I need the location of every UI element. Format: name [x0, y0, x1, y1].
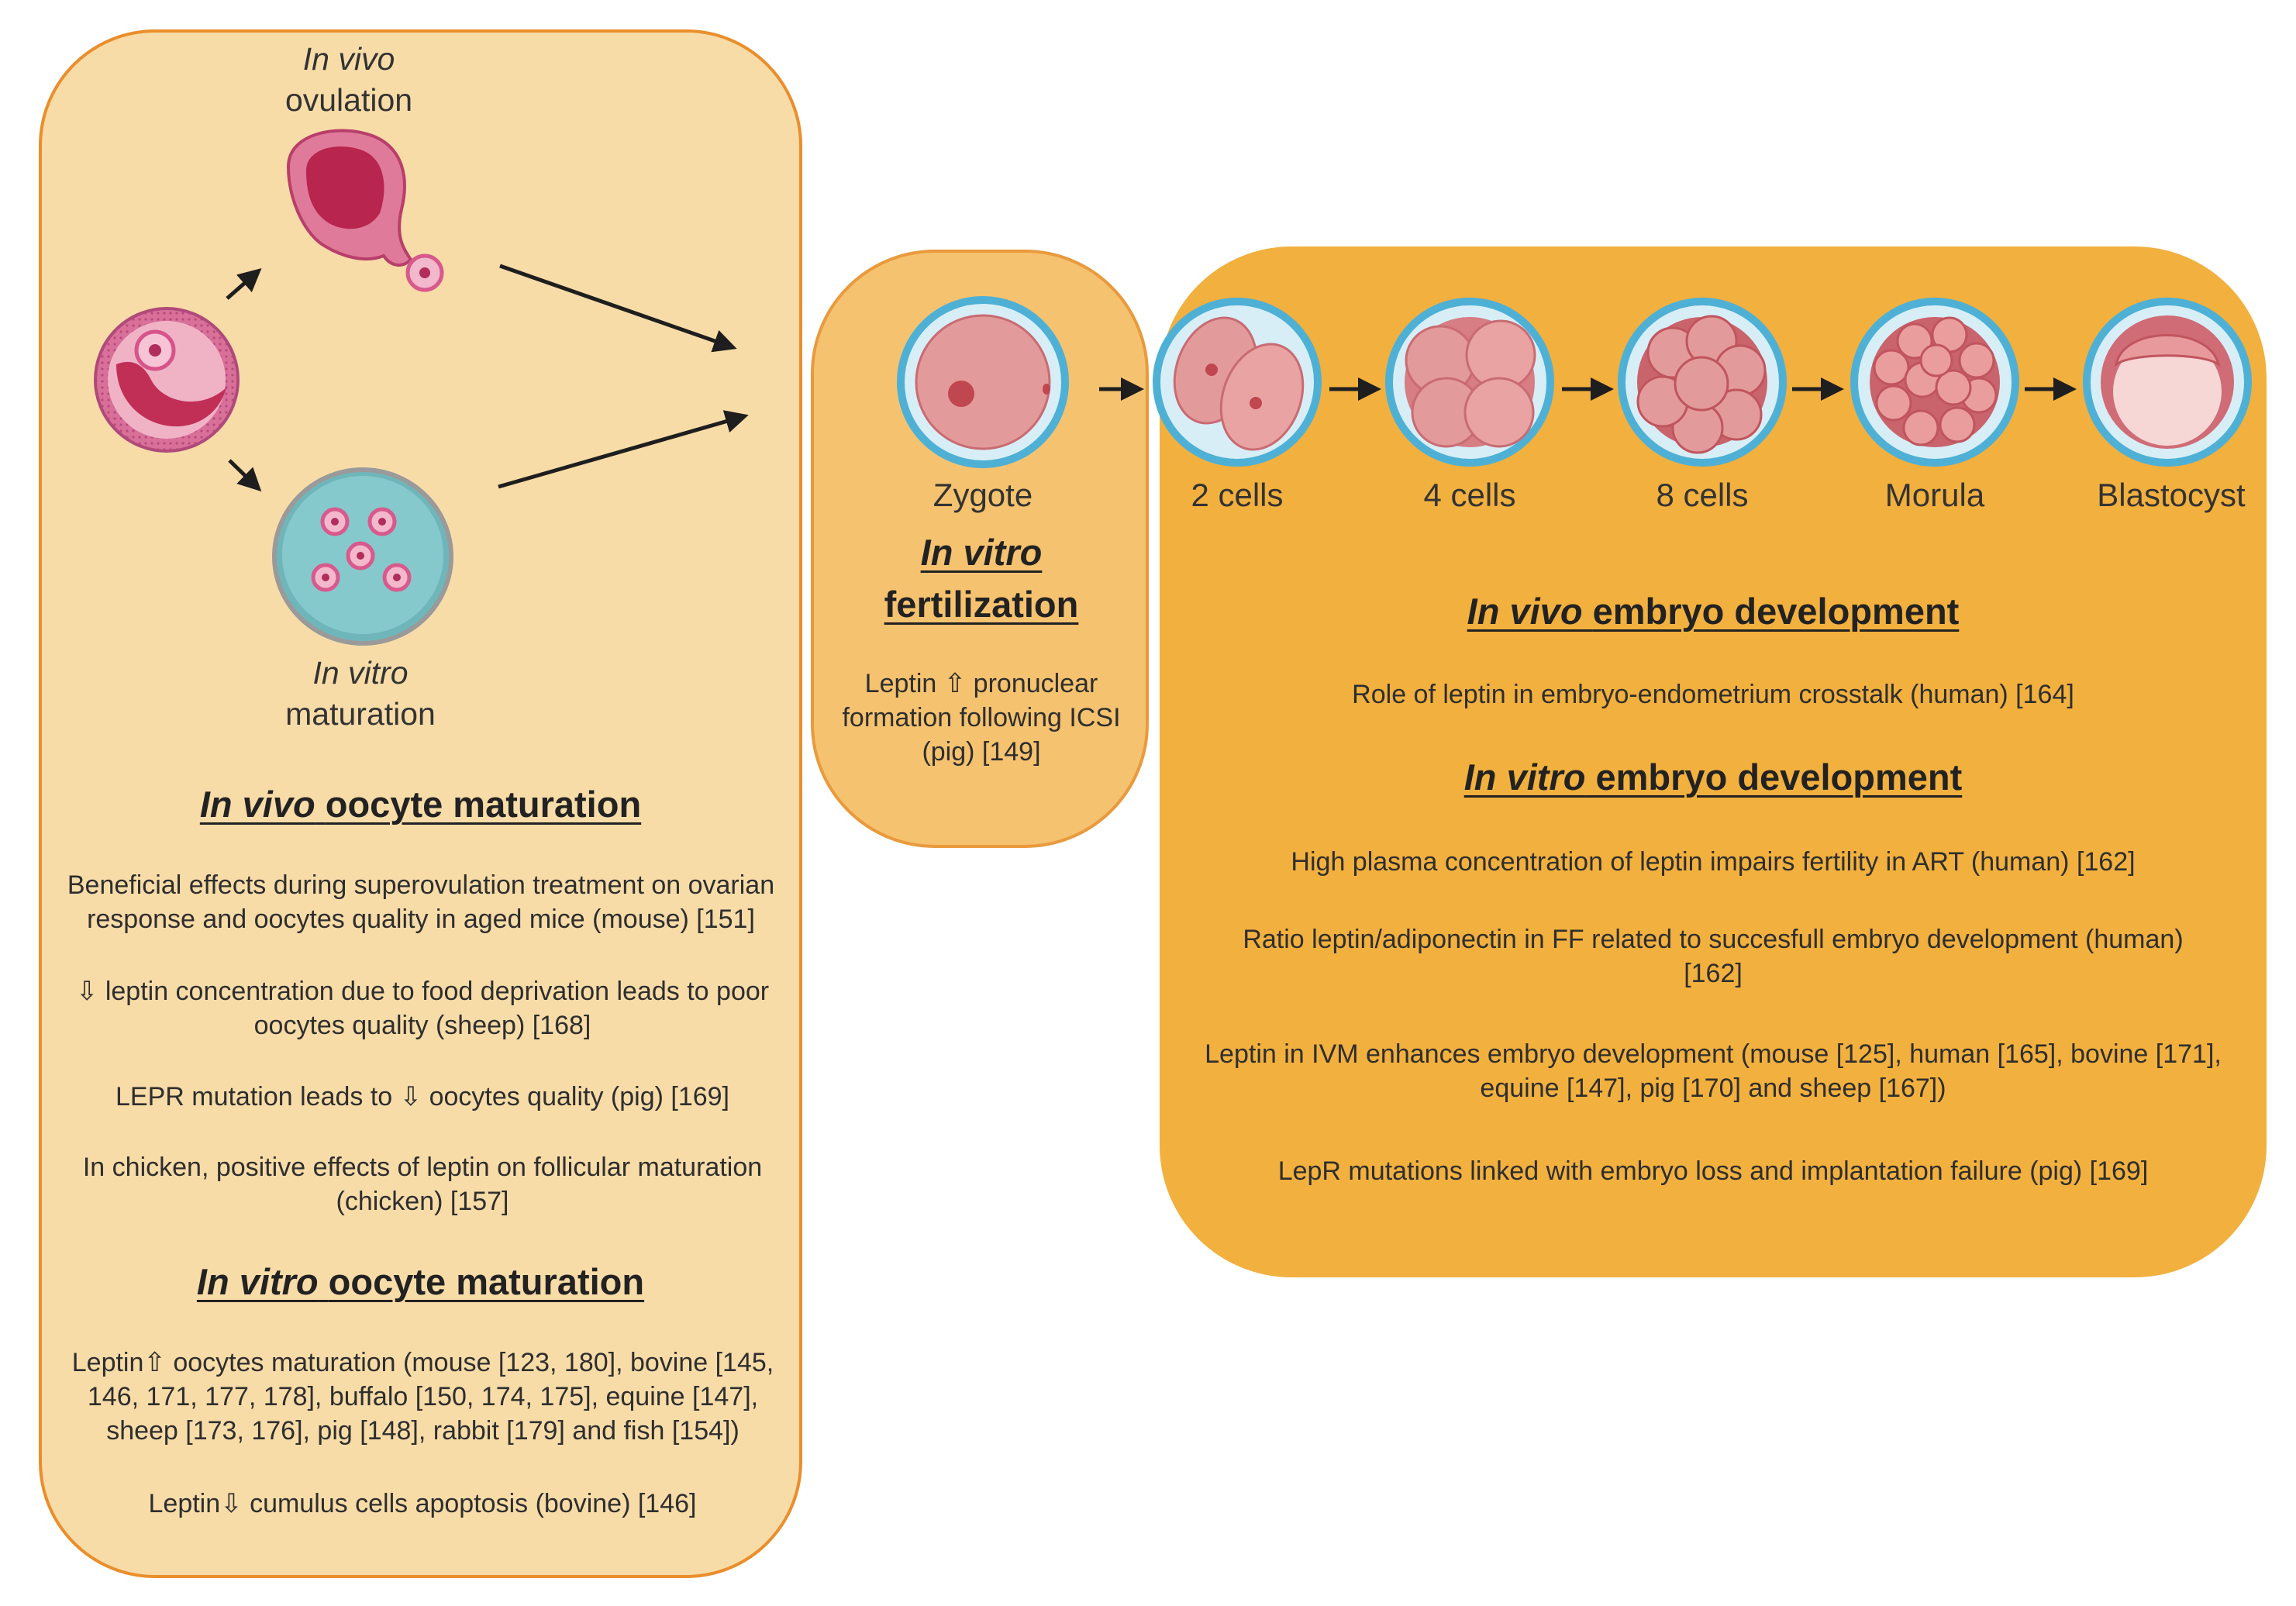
- eight-cell-embryo-icon: [1618, 298, 1787, 467]
- stage-label-morula: Morula: [1884, 477, 1985, 513]
- in-vitro-fertilization-title: In vitro fertilization: [884, 532, 1079, 625]
- list-item: Beneficial effects during superovulation…: [67, 870, 775, 935]
- stage-label-blastocyst: Blastocyst: [2097, 477, 2246, 513]
- in-vivo-ovulation-label: In vivo ovulation: [284, 41, 413, 119]
- stage-label-8-cells: 8 cells: [1656, 477, 1749, 513]
- arrow-icon: [499, 264, 737, 353]
- list-item: Leptin⇩ cumulus cells apoptosis (bovine)…: [148, 1489, 697, 1518]
- in-vivo-embryo-development-title: In vivo embryo development: [1467, 591, 1960, 632]
- in-vivo-oocyte-maturation-title: In vivo oocyte maturation: [199, 784, 642, 825]
- arrow-icon: [498, 410, 749, 489]
- list-item: ⇩ leptin concentration due to food depri…: [75, 977, 770, 1041]
- arrow-icon: [226, 268, 262, 300]
- fertilization-text: Leptin ⇧ pronuclear formation following …: [842, 669, 1121, 767]
- in-vitro-oocyte-maturation-title: In vitro oocyte maturation: [196, 1261, 645, 1302]
- four-cell-embryo-icon: [1385, 298, 1554, 467]
- ovulation-ovary-icon: [286, 129, 444, 292]
- list-item: Role of leptin in embryo-endometrium cro…: [1352, 680, 2074, 709]
- two-cell-embryo-icon: [1153, 298, 1322, 467]
- stage-label-4-cells: 4 cells: [1423, 477, 1516, 513]
- list-item: Ratio leptin/adiponectin in FF related t…: [1243, 925, 2184, 989]
- list-item: In chicken, positive effects of leptin o…: [82, 1153, 763, 1217]
- list-item: Leptin⇧ oocytes maturation (mouse [123, …: [71, 1348, 774, 1446]
- list-item: Leptin in IVM enhances embryo developmen…: [1205, 1039, 2222, 1104]
- list-item: LepR mutations linked with embryo loss a…: [1277, 1156, 2149, 1186]
- morula-icon: [1850, 298, 2019, 467]
- list-item: LEPR mutation leads to ⇩ oocytes quality…: [115, 1082, 729, 1111]
- stage-label-2-cells: 2 cells: [1191, 477, 1284, 513]
- in-vitro-embryo-development-title: In vitro embryo development: [1463, 756, 1963, 798]
- blastocyst-icon: [2083, 298, 2252, 467]
- list-item: High plasma concentration of leptin impa…: [1291, 847, 2136, 877]
- culture-dish-icon: [272, 467, 453, 646]
- arrow-icon: [228, 459, 262, 492]
- follicle-icon: [94, 307, 240, 453]
- zygote-icon: [897, 296, 1069, 468]
- in-vitro-maturation-label: In vitro maturation: [285, 655, 436, 732]
- stage-label-zygote: Zygote: [933, 477, 1033, 513]
